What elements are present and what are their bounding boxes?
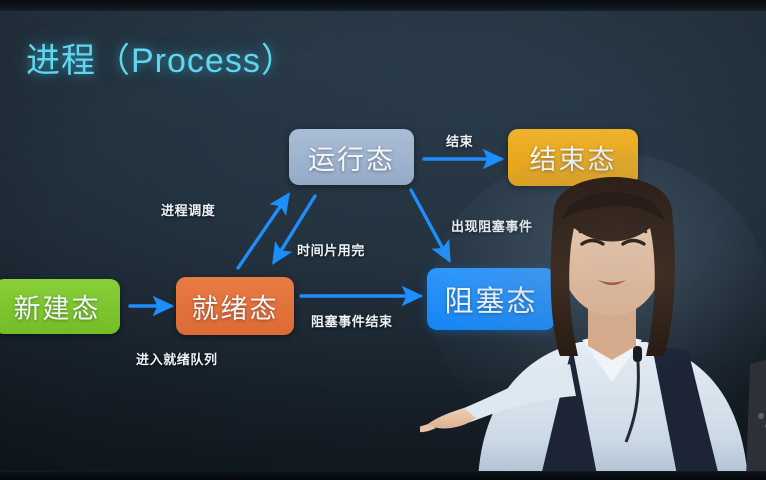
edge-label-process-schedule: 进程调度	[161, 203, 216, 218]
edge-label-enter-ready-queue: 进入就绪队列	[136, 352, 218, 367]
state-node-new[interactable]: 新建态	[0, 279, 120, 334]
presenter-figure	[420, 150, 766, 480]
page-title: 进程（Process）	[26, 42, 296, 80]
state-node-running[interactable]: 运行态	[289, 129, 414, 185]
arrow-ready-to-running	[236, 192, 290, 270]
edge-label-time-slice-used: 时间片用完	[297, 243, 366, 258]
edge-label-finish: 结束	[446, 134, 474, 149]
presenter-glow	[420, 150, 766, 480]
presenter-video-overlay	[420, 150, 766, 480]
state-node-ready[interactable]: 就绪态	[176, 277, 294, 335]
edge-label-block-event-end: 阻塞事件结束	[311, 314, 393, 329]
video-letterbox-bottom	[0, 471, 766, 480]
video-letterbox-top	[0, 0, 766, 11]
